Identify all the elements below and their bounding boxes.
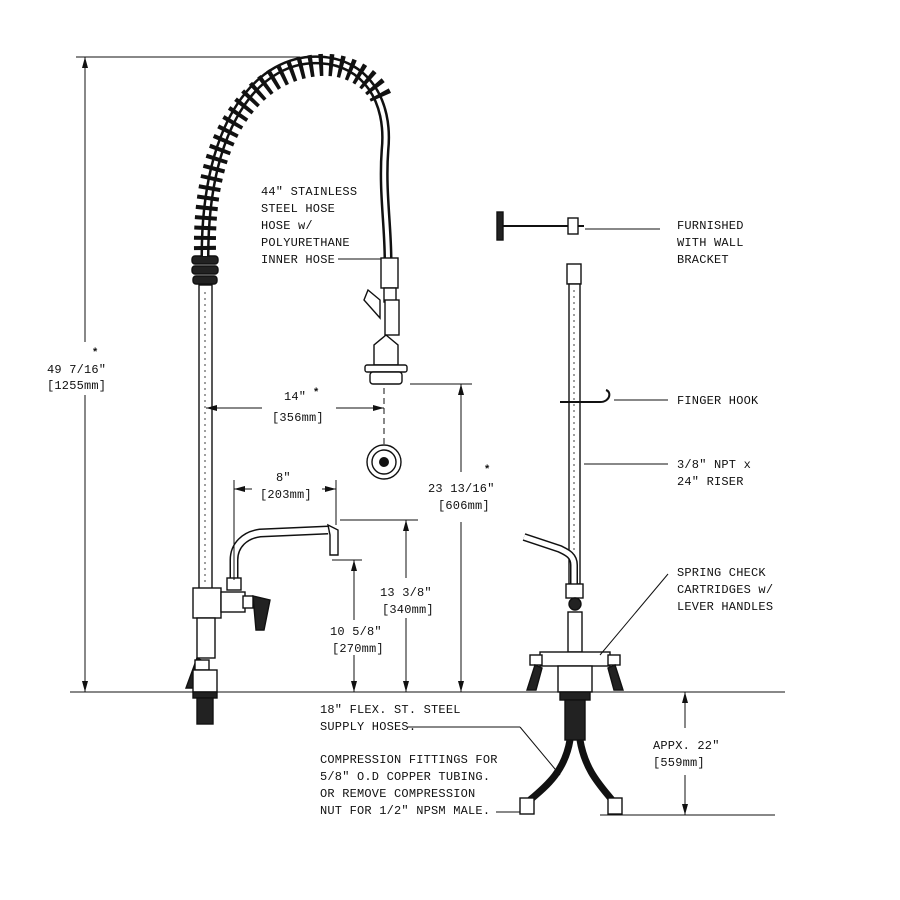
- svg-text:SUPPLY HOSES.: SUPPLY HOSES.: [320, 720, 416, 734]
- nozzle-top-dimension: 13 3/8" [340mm]: [340, 519, 434, 692]
- reach-8-dimension: 8" [203mm]: [233, 471, 337, 580]
- side-lever-right: [607, 664, 624, 691]
- riser-callout: 3/8" NPT x 24" RISER: [584, 458, 751, 489]
- svg-text:BRACKET: BRACKET: [677, 253, 729, 267]
- reach-14-asterisk: *: [314, 386, 319, 398]
- hose-length-dimension: APPX. 22" [559mm]: [600, 692, 775, 816]
- finger-hook-callout: FINGER HOOK: [614, 394, 759, 408]
- overall-height-dimension: 49 7/16" * [1255mm]: [47, 56, 300, 692]
- svg-text:FURNISHED: FURNISHED: [677, 219, 744, 233]
- svg-text:NUT FOR 1/2" NPSM MALE.: NUT FOR 1/2" NPSM MALE.: [320, 804, 490, 818]
- reach-14-dimension: 14" * [356mm]: [206, 386, 384, 425]
- svg-text:COMPRESSION FITTINGS FOR: COMPRESSION FITTINGS FOR: [320, 753, 498, 767]
- svg-text:POLYURETHANE: POLYURETHANE: [261, 236, 350, 250]
- reach-8-metric: [203mm]: [260, 488, 312, 502]
- hose-length-metric: [559mm]: [653, 756, 705, 770]
- stainless-hose-callout: 44" STAINLESS STEEL HOSE HOSE w/ POLYURE…: [261, 185, 381, 267]
- svg-text:24" RISER: 24" RISER: [677, 475, 744, 489]
- svg-text:WITH WALL: WITH WALL: [677, 236, 744, 250]
- spray-height-label: 23 13/16": [428, 482, 495, 496]
- wall-bracket-callout: FURNISHED WITH WALL BRACKET: [585, 219, 744, 267]
- reach-14-label: 14": [284, 390, 306, 404]
- side-lever-left: [526, 664, 543, 691]
- side-shank: [564, 699, 586, 741]
- nozzle-outlet-metric: [270mm]: [332, 642, 384, 656]
- supply-hose-right: [576, 739, 615, 803]
- hose-length-label: APPX. 22": [653, 739, 720, 753]
- svg-text:44" STAINLESS: 44" STAINLESS: [261, 185, 357, 199]
- compression-callout: COMPRESSION FITTINGS FOR 5/8" O.D COPPER…: [320, 753, 520, 818]
- supply-hoses-callout: 18" FLEX. ST. STEEL SUPPLY HOSES.: [320, 703, 561, 776]
- reach-8-label: 8": [276, 471, 291, 485]
- svg-text:INNER HOSE: INNER HOSE: [261, 253, 335, 267]
- svg-text:CARTRIDGES w/: CARTRIDGES w/: [677, 583, 773, 597]
- pre-rinse-riser-unit: [184, 53, 408, 725]
- spray-face: [366, 388, 402, 480]
- side-riser-tube: [568, 283, 581, 585]
- svg-text:FINGER HOOK: FINGER HOOK: [677, 394, 759, 408]
- reach-14-metric: [356mm]: [272, 411, 324, 425]
- nozzle-top-metric: [340mm]: [382, 603, 434, 617]
- hose-spring-lower: [191, 255, 219, 285]
- lever-handle-right: [252, 595, 271, 631]
- wall-bracket: [496, 211, 584, 241]
- svg-text:5/8" O.D COPPER TUBING.: 5/8" O.D COPPER TUBING.: [320, 770, 490, 784]
- svg-text:3/8" NPT x: 3/8" NPT x: [677, 458, 751, 472]
- svg-text:STEEL HOSE: STEEL HOSE: [261, 202, 335, 216]
- overall-height-asterisk: *: [93, 346, 98, 358]
- nozzle-outlet-label: 10 5/8": [330, 625, 382, 639]
- side-valve-body: [539, 651, 611, 667]
- spray-valve: [363, 257, 408, 385]
- riser-tube: [198, 284, 213, 591]
- spray-height-asterisk: *: [485, 463, 490, 475]
- hose-spring-coils: [193, 53, 393, 251]
- overall-height-metric: [1255mm]: [47, 379, 106, 393]
- nozzle-outlet-dimension: 10 5/8" [270mm]: [330, 559, 384, 692]
- overall-height-label: 49 7/16": [47, 363, 106, 377]
- svg-text:OR REMOVE COMPRESSION: OR REMOVE COMPRESSION: [320, 787, 475, 801]
- spray-height-dimension: 23 13/16" * [606mm]: [410, 383, 495, 692]
- nozzle-top-label: 13 3/8": [380, 586, 432, 600]
- spring-check-callout: SPRING CHECK CARTRIDGES w/ LEVER HANDLES: [599, 566, 773, 656]
- supply-hose-left: [527, 739, 574, 803]
- mixing-body: [192, 587, 222, 619]
- spray-height-metric: [606mm]: [438, 499, 490, 513]
- svg-text:18" FLEX. ST. STEEL: 18" FLEX. ST. STEEL: [320, 703, 461, 717]
- side-view-unit: [496, 211, 624, 815]
- supply-shank: [196, 697, 214, 725]
- svg-text:LEVER HANDLES: LEVER HANDLES: [677, 600, 773, 614]
- svg-text:SPRING CHECK: SPRING CHECK: [677, 566, 766, 580]
- finger-hook: [560, 389, 611, 403]
- svg-text:HOSE w/: HOSE w/: [261, 219, 313, 233]
